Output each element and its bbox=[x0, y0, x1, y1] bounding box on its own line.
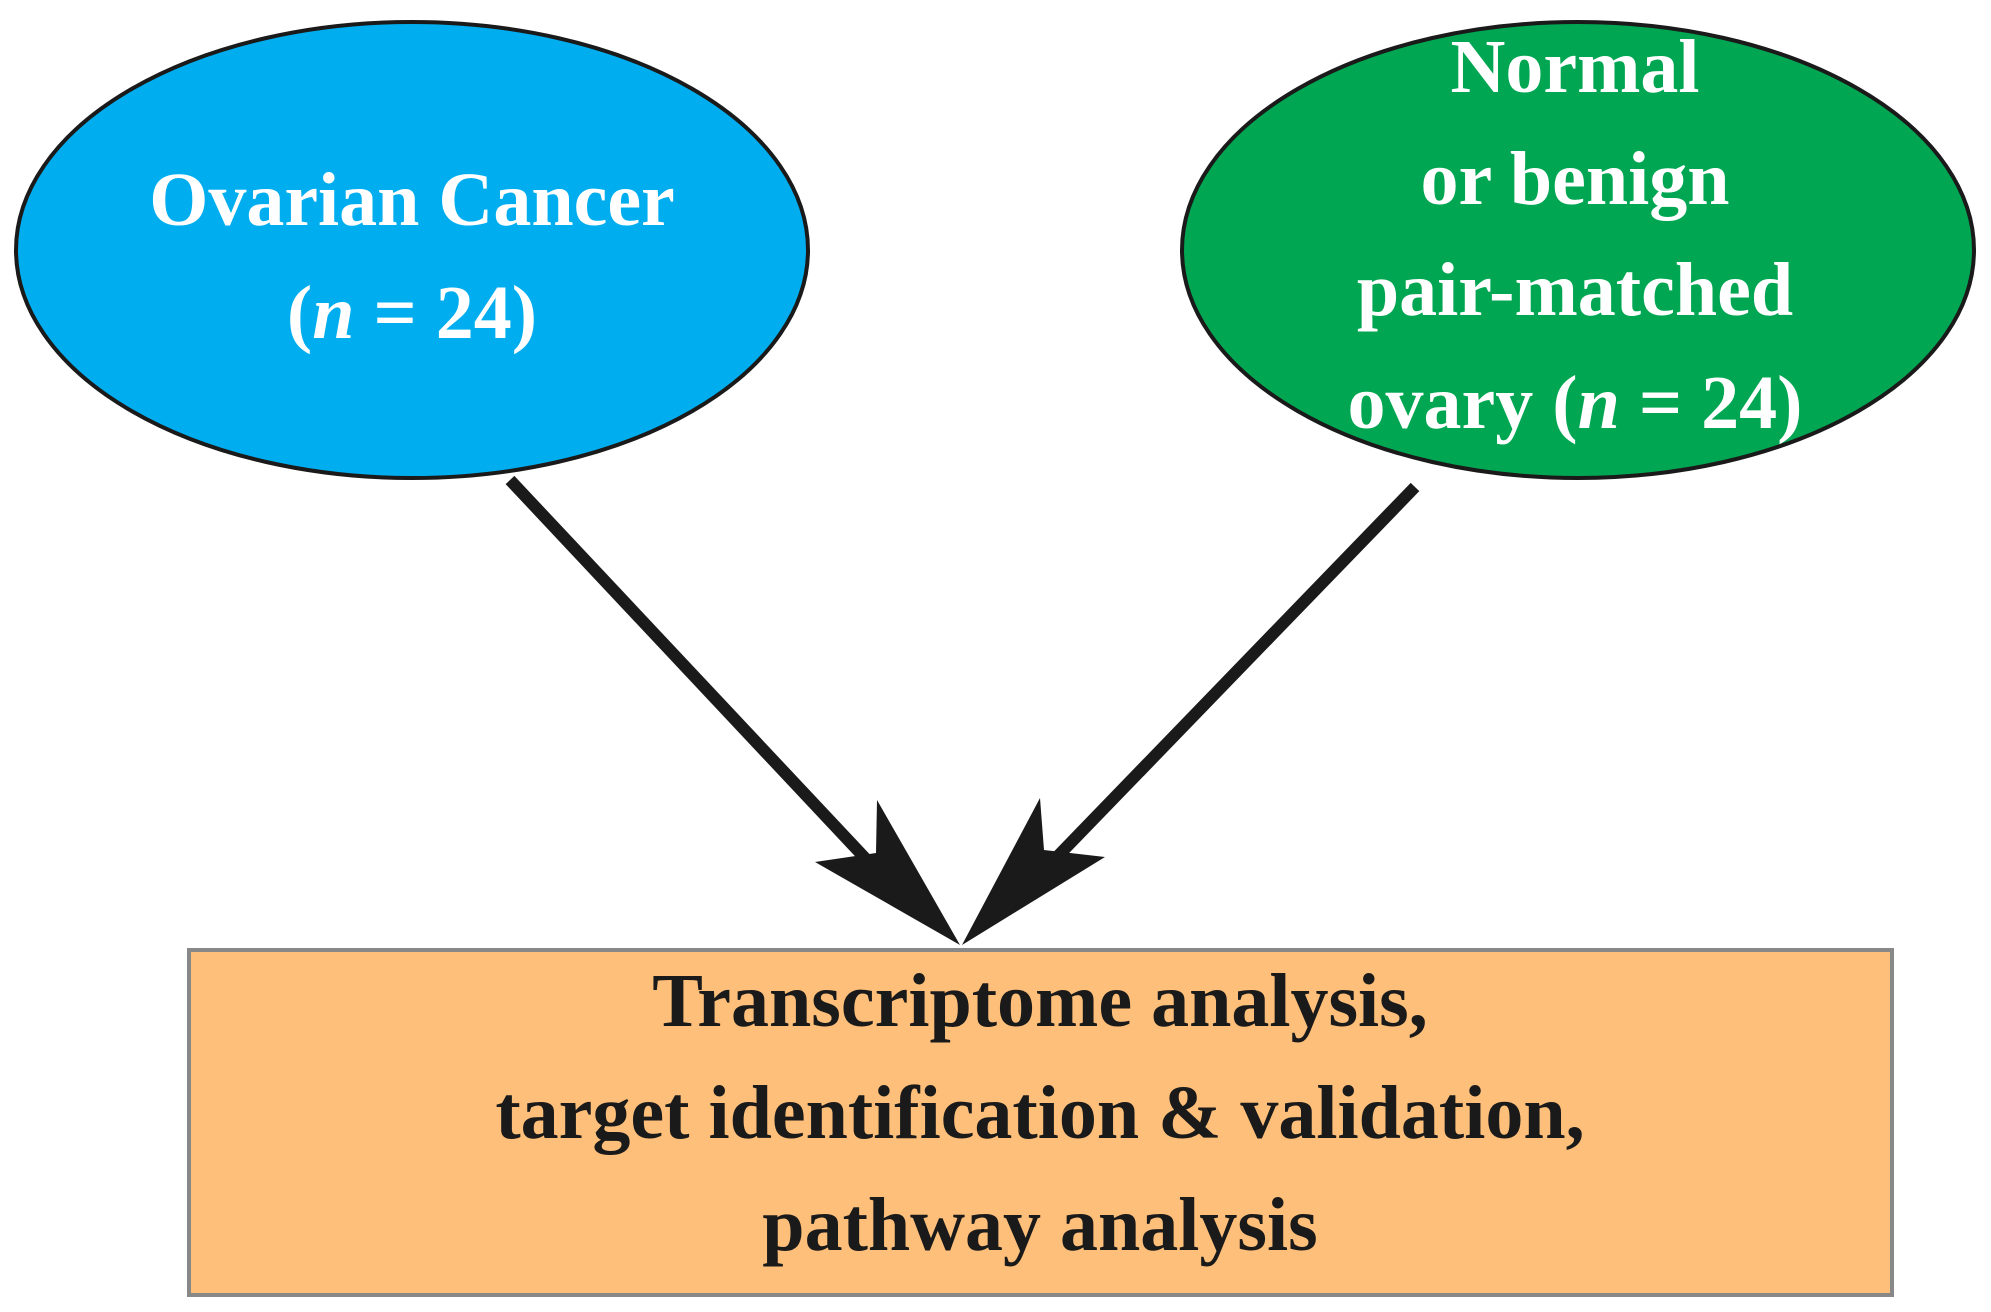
ovarian-cancer-title: Ovarian Cancer bbox=[149, 158, 675, 242]
normal-ovary-line-4: ovary (n = 24) bbox=[1348, 361, 1803, 445]
ovarian-cancer-node: Ovarian Cancer (n = 24) bbox=[14, 20, 810, 480]
analysis-line-1: Transcriptome analysis, bbox=[652, 959, 1427, 1043]
normal-ovary-node: Normal or benign pair-matched ovary (n =… bbox=[1180, 20, 1976, 480]
arrow-right-head bbox=[962, 798, 1105, 945]
arrow-right-shaft bbox=[1020, 482, 1420, 895]
arrow-right bbox=[962, 482, 1420, 945]
analysis-line-3: pathway analysis bbox=[762, 1183, 1317, 1267]
analysis-node: Transcriptome analysis, target identific… bbox=[187, 948, 1894, 1297]
analysis-box bbox=[187, 948, 1894, 1297]
ovarian-cancer-ellipse bbox=[14, 20, 810, 480]
arrow-left-shaft bbox=[505, 475, 900, 895]
normal-ovary-line-2: or benign bbox=[1420, 137, 1729, 221]
normal-ovary-line-1: Normal bbox=[1450, 25, 1699, 109]
arrow-left-head bbox=[815, 800, 960, 945]
ovarian-cancer-count: (n = 24) bbox=[287, 271, 537, 355]
analysis-line-2: target identification & validation, bbox=[495, 1071, 1584, 1155]
normal-ovary-ellipse bbox=[1180, 20, 1976, 480]
normal-ovary-line-3: pair-matched bbox=[1357, 248, 1793, 332]
arrow-left bbox=[505, 475, 960, 945]
